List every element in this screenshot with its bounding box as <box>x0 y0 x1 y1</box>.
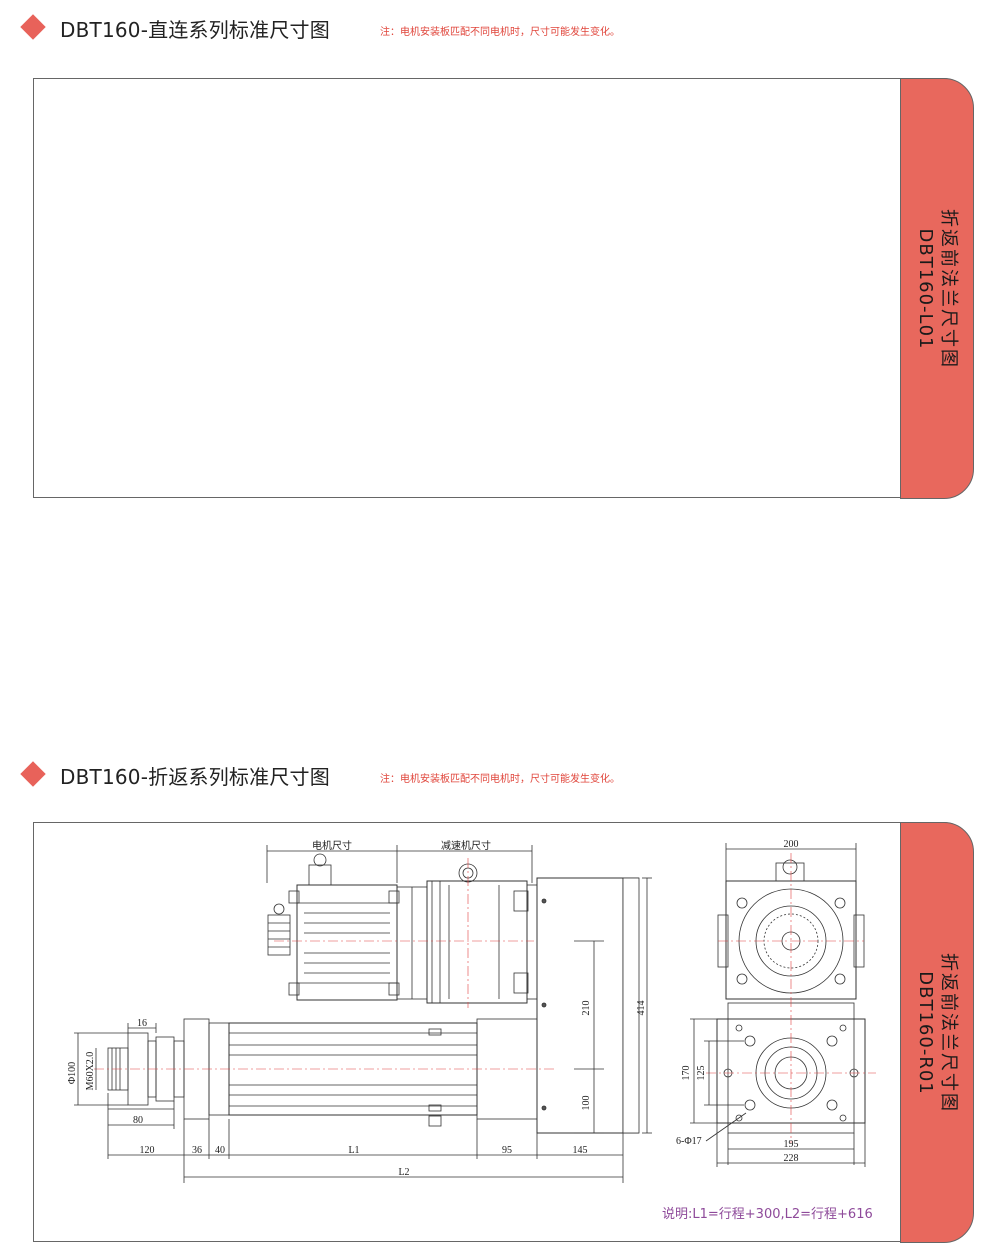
section2-side-tab: 折返前法兰尺寸图 DBT160-R01 <box>900 822 974 1243</box>
dim-228: 228 <box>784 1153 799 1164</box>
dim-36: 36 <box>192 1145 202 1156</box>
dim-170: 170 <box>681 1066 692 1081</box>
dim-125: 125 <box>696 1066 707 1081</box>
rod-end-dims: 16 Φ100 M60X2.0 80 <box>67 1018 175 1129</box>
reducer-body <box>426 863 538 1004</box>
front-view: 200 <box>676 839 876 1167</box>
dim-210: 210 <box>581 1001 592 1016</box>
dimension-drawing: 电机尺寸 减速机尺寸 <box>67 839 876 1183</box>
section2-tab-title: 折返前法兰尺寸图 <box>938 952 959 1113</box>
dim-L1: L1 <box>348 1145 359 1156</box>
section1-tab-code: DBT160-L01 <box>915 228 936 349</box>
top-dimension-group: 电机尺寸 减速机尺寸 <box>266 839 533 883</box>
diamond-bullet-icon <box>20 761 46 787</box>
actuator-cylinder <box>183 1018 538 1127</box>
section2-tab-text: 折返前法兰尺寸图 DBT160-R01 <box>914 953 960 1113</box>
dim-phi100: Φ100 <box>67 1062 78 1084</box>
centerlines <box>94 858 554 1070</box>
section1-title: DBT160-直连系列标准尺寸图 <box>60 18 330 42</box>
section1-note: 注：电机安装板匹配不同电机时，尺寸可能发生变化。 <box>380 27 620 38</box>
reducer-size-label: 减速机尺寸 <box>441 839 491 852</box>
dim-145: 145 <box>573 1145 588 1156</box>
section2-title: DBT160-折返系列标准尺寸图 <box>60 765 330 789</box>
rear-flange-block <box>536 877 640 1134</box>
section1-header: DBT160-直连系列标准尺寸图 注：电机安装板匹配不同电机时，尺寸可能发生变化… <box>20 14 922 44</box>
dim-16: 16 <box>137 1018 147 1029</box>
section1-side-tab: 折返前法兰尺寸图 DBT160-L01 <box>900 78 974 499</box>
formula-remark: 说明:L1=行程+300,L2=行程+616 <box>662 1207 873 1222</box>
bottom-dims: 120 36 40 L1 95 145 L2 <box>107 1119 624 1183</box>
motor-body <box>267 853 428 1001</box>
section1-tab-title: 折返前法兰尺寸图 <box>938 208 959 369</box>
side-vertical-dims: 210 414 100 <box>574 877 652 1134</box>
section2-tab-code: DBT160-R01 <box>915 970 936 1095</box>
dim-80: 80 <box>133 1115 143 1126</box>
dim-100: 100 <box>581 1096 592 1111</box>
dim-200: 200 <box>784 839 799 850</box>
dim-L2: L2 <box>398 1167 409 1178</box>
dim-m60: M60X2.0 <box>85 1052 96 1091</box>
dim-195: 195 <box>784 1139 799 1150</box>
dim-120: 120 <box>140 1145 155 1156</box>
dim-414: 414 <box>636 1001 647 1016</box>
dim-95: 95 <box>502 1145 512 1156</box>
section1-panel: 折返前法兰尺寸图 DBT160-L01 <box>33 78 974 499</box>
dim-40: 40 <box>215 1145 225 1156</box>
motor-size-label: 电机尺寸 <box>312 839 352 852</box>
section2-note: 注：电机安装板匹配不同电机时，尺寸可能发生变化。 <box>380 774 620 785</box>
section1-tab-text: 折返前法兰尺寸图 DBT160-L01 <box>914 209 960 369</box>
dim-holes: 6-Φ17 <box>676 1136 702 1147</box>
diamond-bullet-icon <box>20 14 46 40</box>
section2-panel: 折返前法兰尺寸图 DBT160-R01 电机尺寸 减速机尺寸 <box>33 822 974 1243</box>
section2-header: DBT160-折返系列标准尺寸图 注：电机安装板匹配不同电机时，尺寸可能发生变化… <box>20 761 922 791</box>
